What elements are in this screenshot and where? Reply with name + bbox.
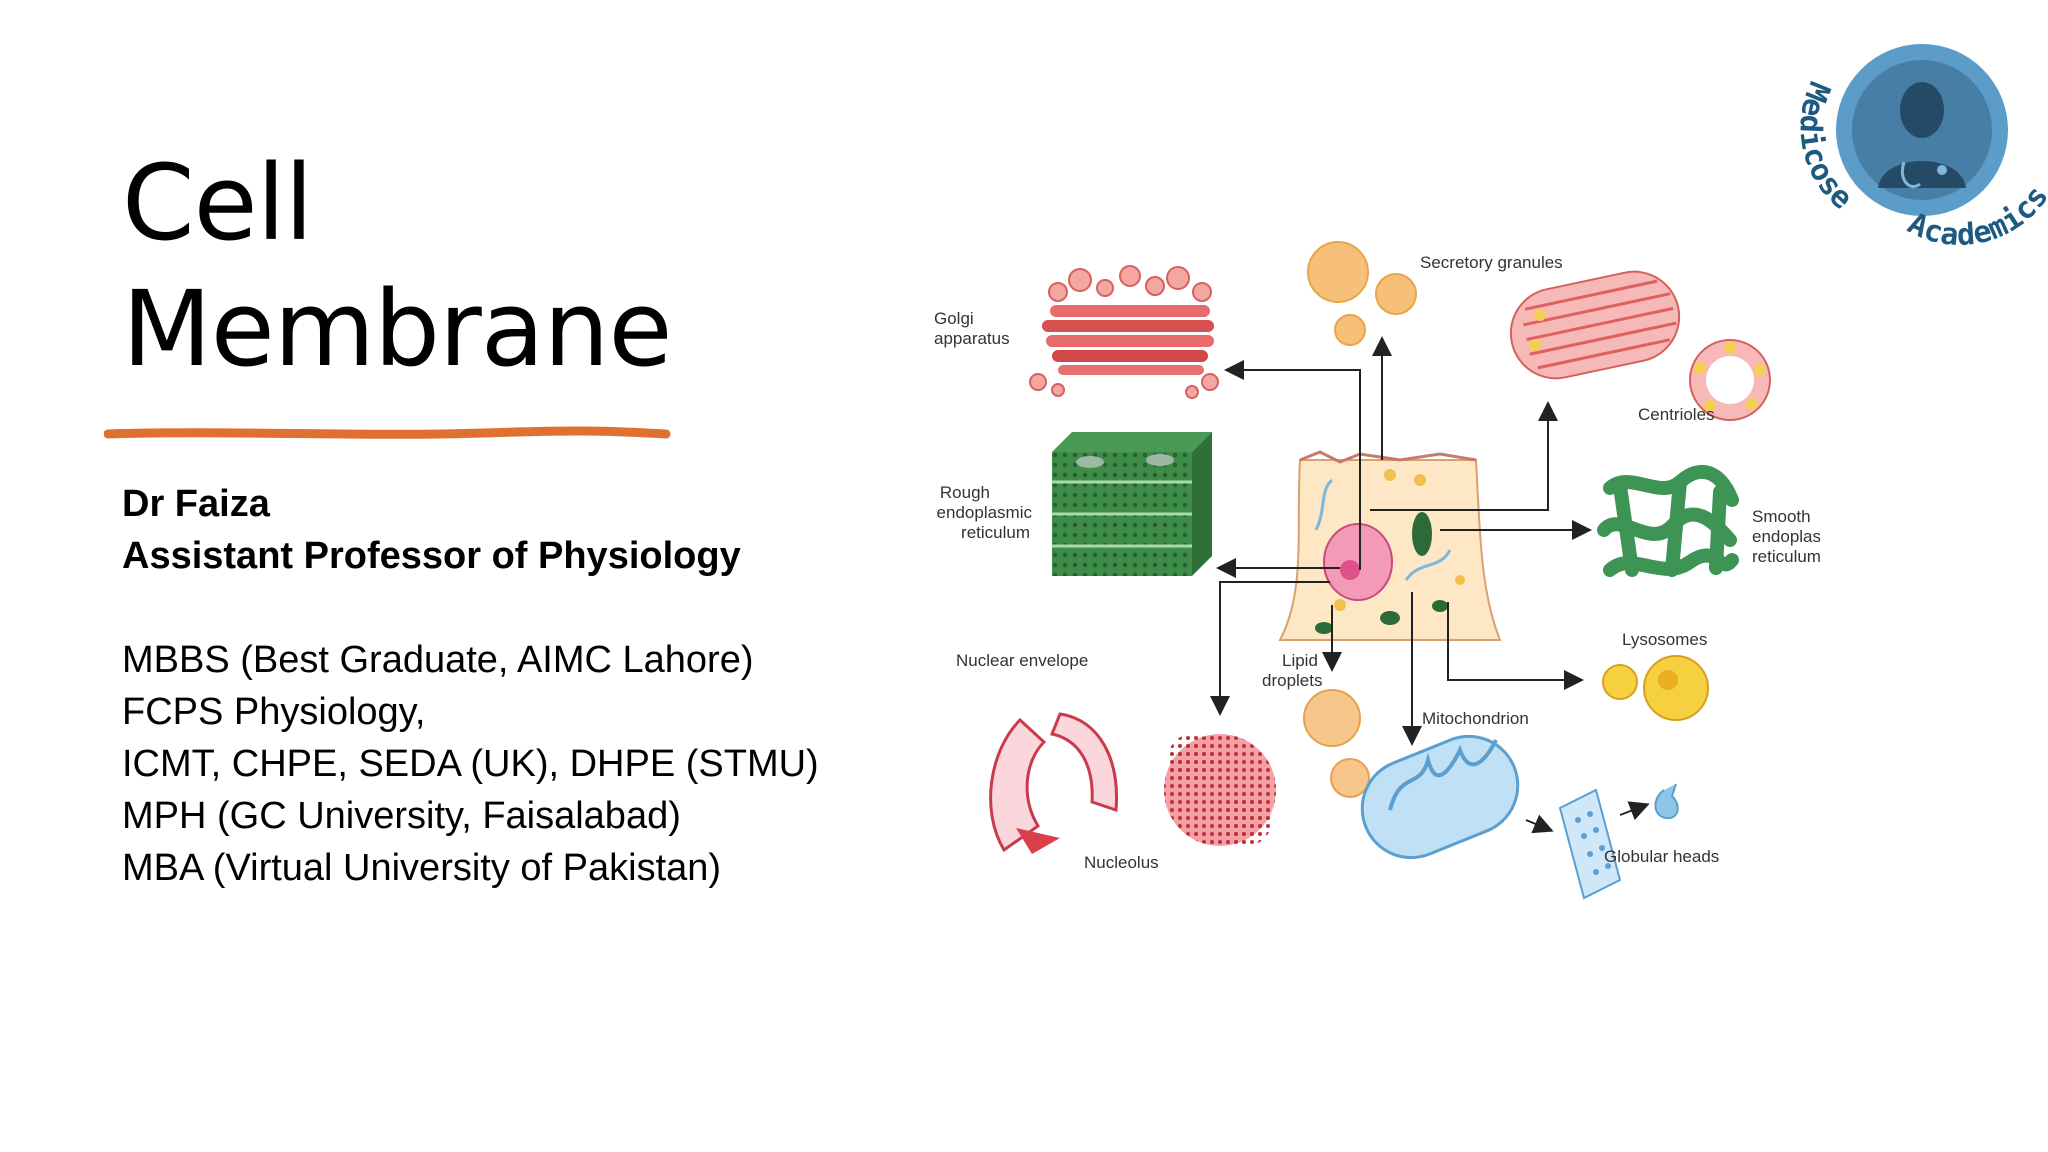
qualifications-list: MBBS (Best Graduate, AIMC Lahore) FCPS P… — [122, 634, 819, 894]
title-underline — [104, 426, 671, 439]
medicose-academics-logo: Medicose Academics — [1792, 44, 2046, 250]
lipid-droplets — [1303, 689, 1370, 798]
label-centrioles: Centrioles — [1638, 405, 1715, 424]
label-globular-heads: Globular heads — [1604, 847, 1719, 866]
label-lysosomes: Lysosomes — [1622, 630, 1707, 649]
cell-organelles-diagram: Golgi apparatus Secretory granules Centr… — [934, 241, 1820, 900]
lysosomes — [1602, 655, 1709, 721]
nucleolus — [1164, 734, 1276, 846]
label-rough-2: endoplasmic — [937, 503, 1033, 522]
centrioles — [1509, 270, 1771, 421]
cristae-detail — [1525, 783, 1679, 900]
label-smooth-3: reticulum — [1752, 547, 1820, 566]
arrows — [1210, 336, 1592, 746]
label-mitochondrion: Mitochondrion — [1422, 709, 1529, 728]
label-lipid-2: droplets — [1262, 671, 1322, 690]
author-role: Assistant Professor of Physiology — [122, 535, 741, 577]
label-smooth-1: Smooth — [1752, 507, 1811, 526]
qualification-item: MBA (Virtual University of Pakistan) — [122, 847, 722, 889]
label-secretory-granules: Secretory granules — [1420, 253, 1563, 272]
nuclear-envelope — [989, 712, 1119, 854]
qualification-item: ICMT, CHPE, SEDA (UK), DHPE (STMU) — [122, 743, 819, 785]
label-nuclear-envelope: Nuclear envelope — [956, 651, 1088, 670]
rough-endoplasmic-reticulum — [1052, 432, 1212, 576]
golgi-apparatus — [1029, 265, 1219, 399]
label-smooth-2: endoplasmic — [1752, 527, 1820, 546]
qualification-item: FCPS Physiology, — [122, 691, 426, 733]
title-line-1: Cell — [122, 142, 313, 264]
label-golgi-1: Golgi — [934, 309, 974, 328]
title-line-2: Membrane — [122, 268, 672, 390]
label-rough-3: reticulum — [961, 523, 1030, 542]
label-nucleolus: Nucleolus — [1084, 853, 1159, 872]
label-rough-1: Rough — [940, 483, 990, 502]
label-lipid-1: Lipid — [1282, 651, 1318, 670]
smooth-endoplasmic-reticulum — [1597, 465, 1739, 577]
author-block: Dr Faiza Assistant Professor of Physiolo… — [122, 478, 741, 582]
secretory-granules — [1307, 241, 1417, 346]
author-name: Dr Faiza — [122, 483, 270, 525]
cell — [1278, 450, 1502, 641]
mitochondrion — [1360, 734, 1520, 860]
label-golgi-2: apparatus — [934, 329, 1010, 348]
qualification-item: MPH (GC University, Faisalabad) — [122, 795, 681, 837]
qualification-item: MBBS (Best Graduate, AIMC Lahore) — [122, 639, 754, 681]
slide-title: Cell Membrane — [122, 140, 672, 392]
